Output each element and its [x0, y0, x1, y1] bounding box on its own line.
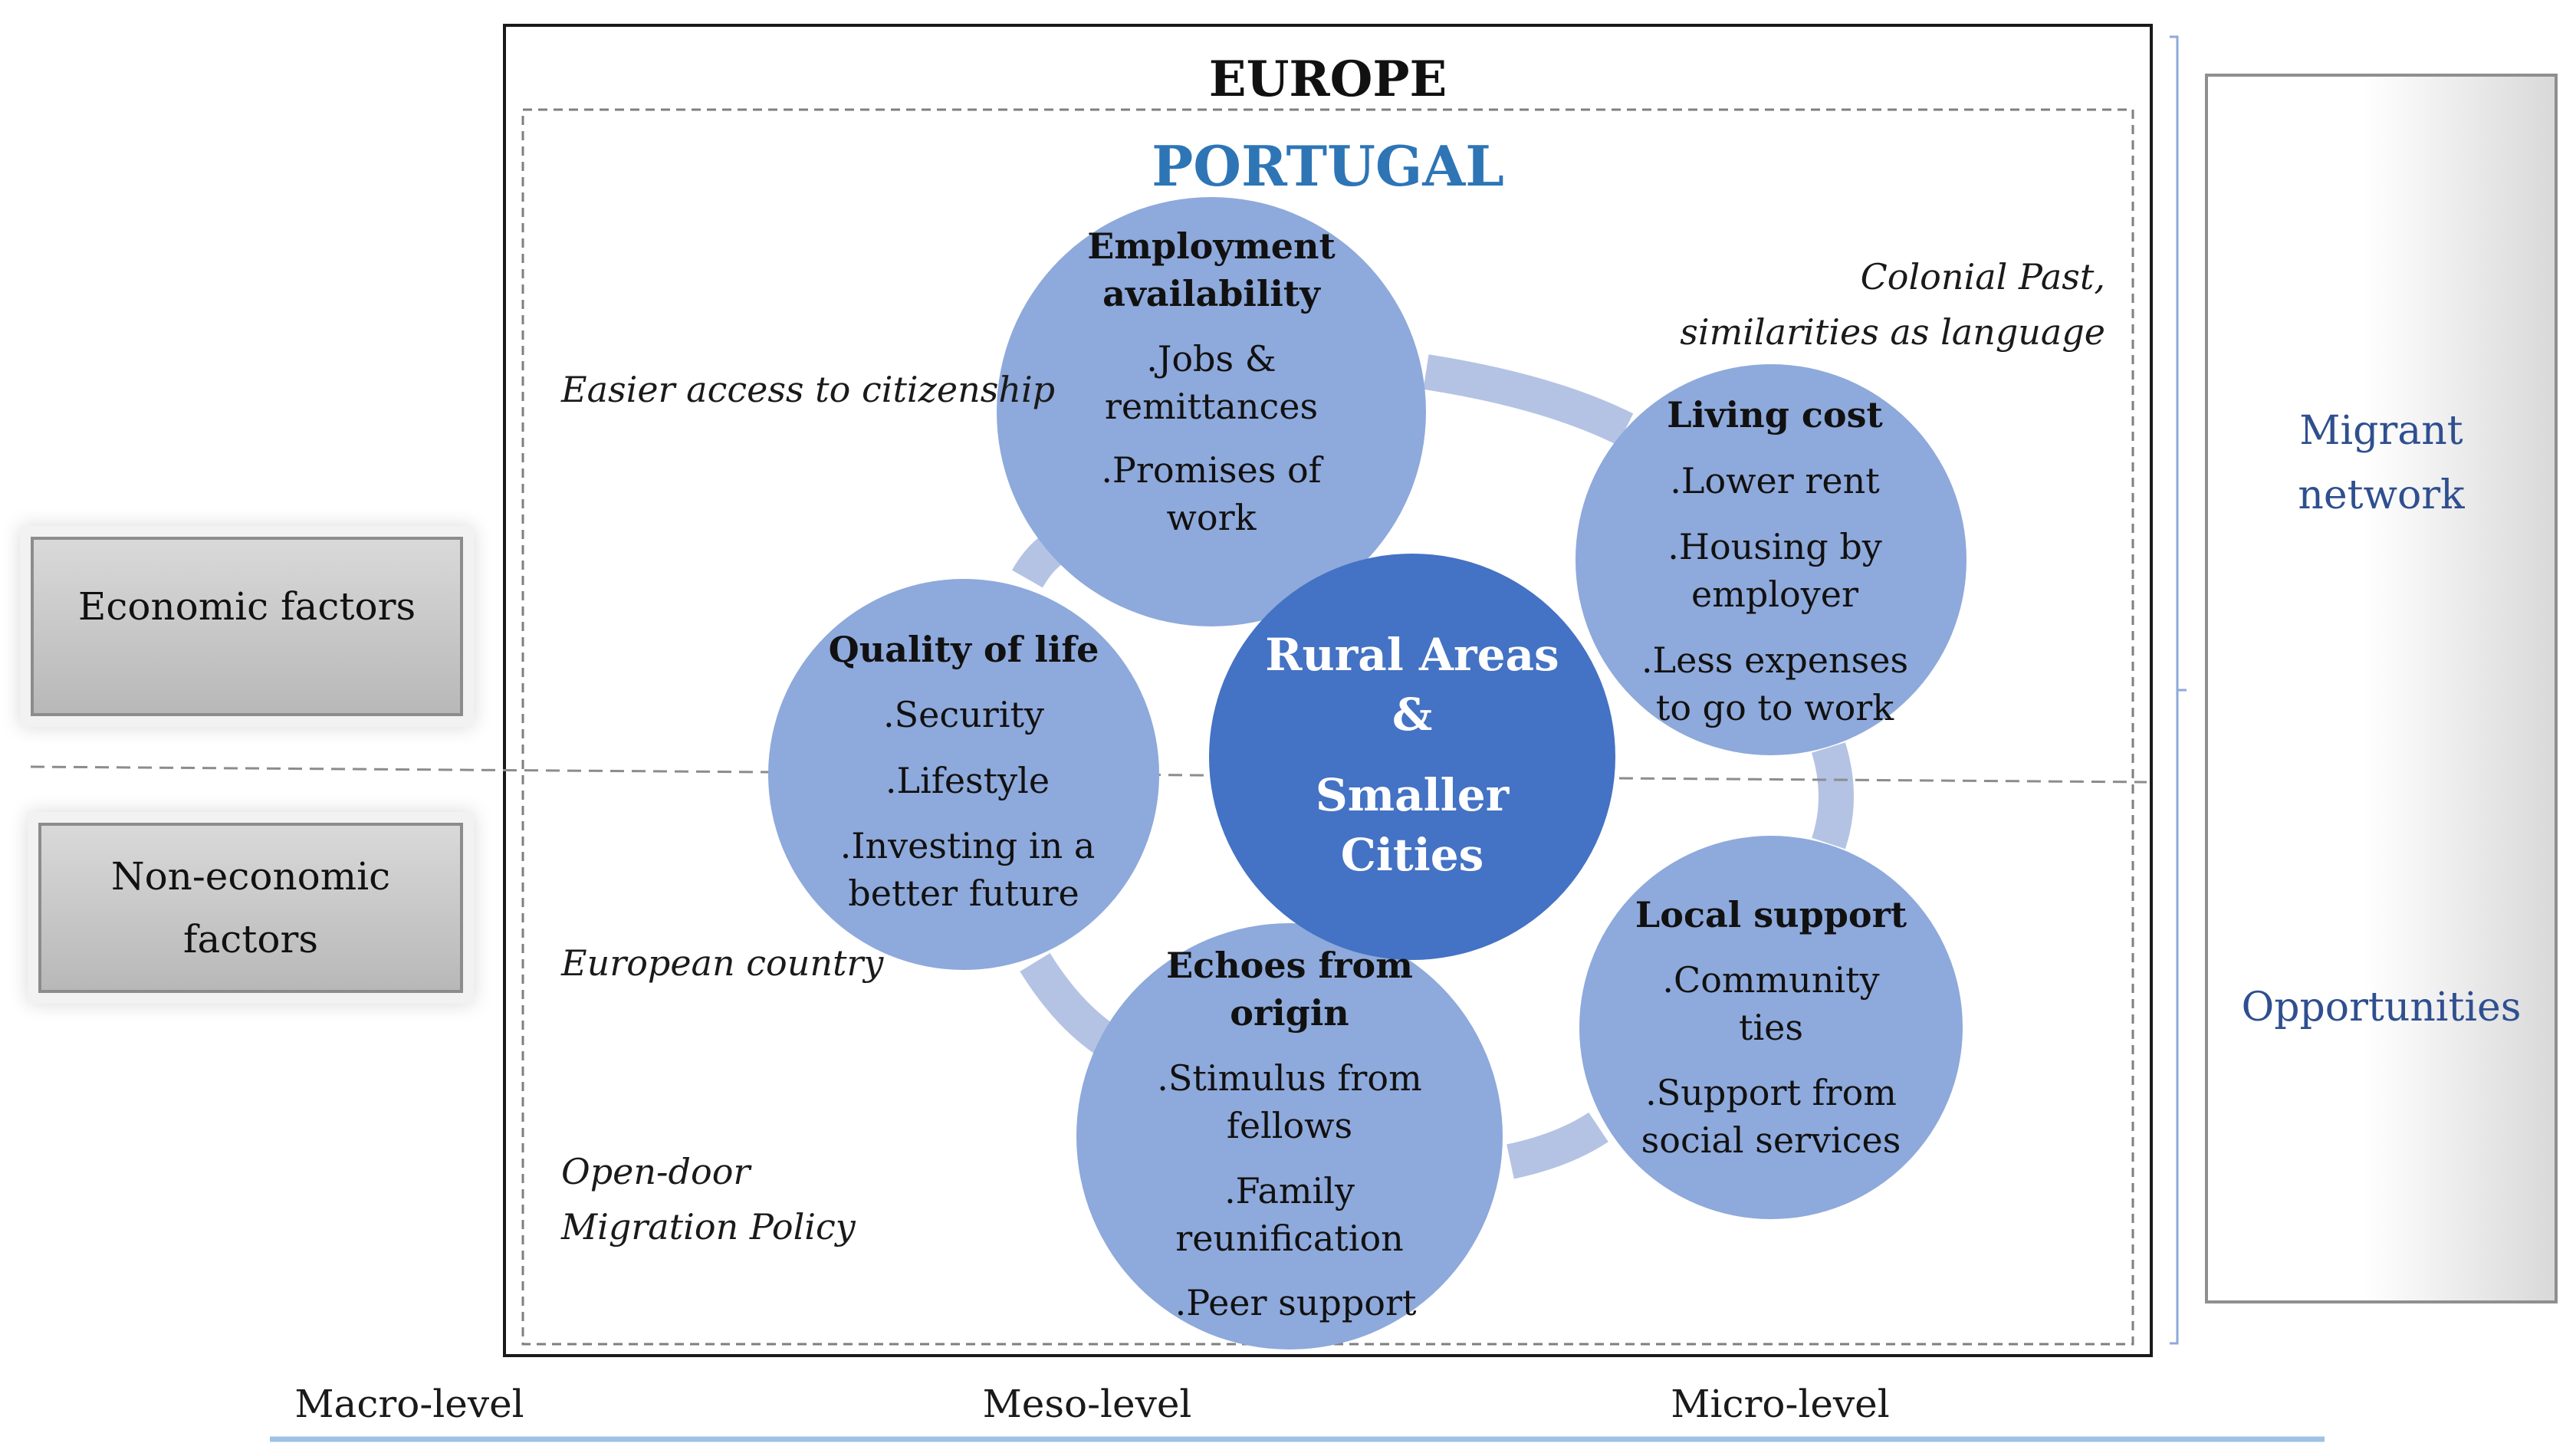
europe-title: EUROPE	[1208, 51, 1447, 108]
quality-item-4: better future	[848, 873, 1079, 914]
living-cost-item-3: employer	[1691, 574, 1858, 615]
annotation-citizenship: Easier access to citizenship	[561, 369, 1056, 410]
annotation-european: European country	[561, 942, 884, 984]
annotation-policy-2: Migration Policy	[561, 1206, 856, 1248]
living-cost-item-4: .Less expenses	[1641, 639, 1909, 681]
quality-item-1: .Security	[883, 694, 1044, 735]
side-migrant-1: Migrant	[2299, 408, 2463, 454]
local-support-item-3: .Support from	[1645, 1072, 1897, 1113]
ring-arc-echoes-quality	[1020, 952, 1115, 1054]
node-echoes	[1076, 923, 1503, 1349]
node-local-support	[1579, 836, 1963, 1219]
ring-arc-living-local	[1811, 742, 1854, 850]
non-economic-label-2: factors	[182, 917, 319, 962]
echoes-item-4: reunification	[1175, 1218, 1404, 1259]
local-support-item-2: ties	[1738, 1007, 1804, 1048]
europe-frame	[503, 24, 2153, 1357]
level-meso: Meso-level	[982, 1382, 1192, 1426]
local-support-item-1: .Community	[1662, 959, 1880, 1001]
non-economic-label-1: Non-economic	[110, 854, 391, 899]
employment-item-1: .Jobs &	[1146, 338, 1276, 380]
side-panel	[2205, 74, 2558, 1303]
employment-item-3: .Promises of	[1101, 449, 1322, 491]
economic-factors-box: Economic factors	[31, 537, 463, 716]
quality-item-2: .Lifestyle	[885, 760, 1050, 801]
annotation-policy-1: Open-door	[561, 1151, 751, 1192]
living-cost-title: Living cost	[1667, 394, 1883, 436]
non-economic-factors-box: Non-economic factors	[38, 823, 463, 993]
living-cost-item-5: to go to work	[1655, 687, 1894, 728]
employment-title-2: availability	[1102, 273, 1320, 314]
echoes-title-2: origin	[1230, 992, 1349, 1034]
living-cost-item-2: .Housing by	[1668, 526, 1882, 567]
employment-item-4: work	[1166, 497, 1257, 538]
portugal-title: PORTUGAL	[1152, 133, 1504, 199]
living-cost-item-1: .Lower rent	[1670, 460, 1880, 501]
employment-title-1: Employment	[1087, 225, 1336, 267]
echoes-item-1: .Stimulus from	[1157, 1057, 1422, 1099]
node-center	[1209, 554, 1615, 960]
ring-arc-employment-living	[1423, 354, 1634, 445]
quality-title: Quality of life	[828, 629, 1099, 670]
level-macro: Macro-level	[294, 1382, 524, 1426]
employment-item-2: remittances	[1104, 386, 1319, 427]
annotation-colonial-2: similarities as language	[1680, 311, 2105, 353]
echoes-item-2: fellows	[1226, 1105, 1353, 1146]
echoes-item-3: .Family	[1224, 1170, 1355, 1211]
economic-factors-label: Economic factors	[77, 584, 416, 629]
node-ring	[1012, 354, 1854, 1179]
center-line-2: &	[1392, 689, 1433, 741]
node-living-cost	[1576, 364, 1967, 755]
side-opportunities: Opportunities	[2241, 985, 2522, 1031]
center-line-3: Smaller	[1315, 769, 1510, 821]
node-employment	[997, 197, 1426, 626]
side-migrant-2: network	[2298, 472, 2465, 518]
level-micro: Micro-level	[1671, 1382, 1890, 1426]
echoes-item-5: .Peer support	[1175, 1282, 1417, 1323]
quality-item-3: .Investing in a	[840, 825, 1096, 866]
annotation-colonial-1: Colonial Past,	[1860, 256, 2105, 298]
center-line-4: Cities	[1340, 829, 1484, 881]
local-support-title: Local support	[1635, 894, 1907, 935]
node-quality	[768, 579, 1159, 970]
local-support-item-4: social services	[1641, 1119, 1901, 1161]
echoes-title-1: Echoes from	[1166, 945, 1413, 986]
center-line-1: Rural Areas	[1265, 629, 1559, 681]
ring-arc-local-echoes	[1506, 1112, 1608, 1179]
side-bracket	[2170, 35, 2179, 1345]
